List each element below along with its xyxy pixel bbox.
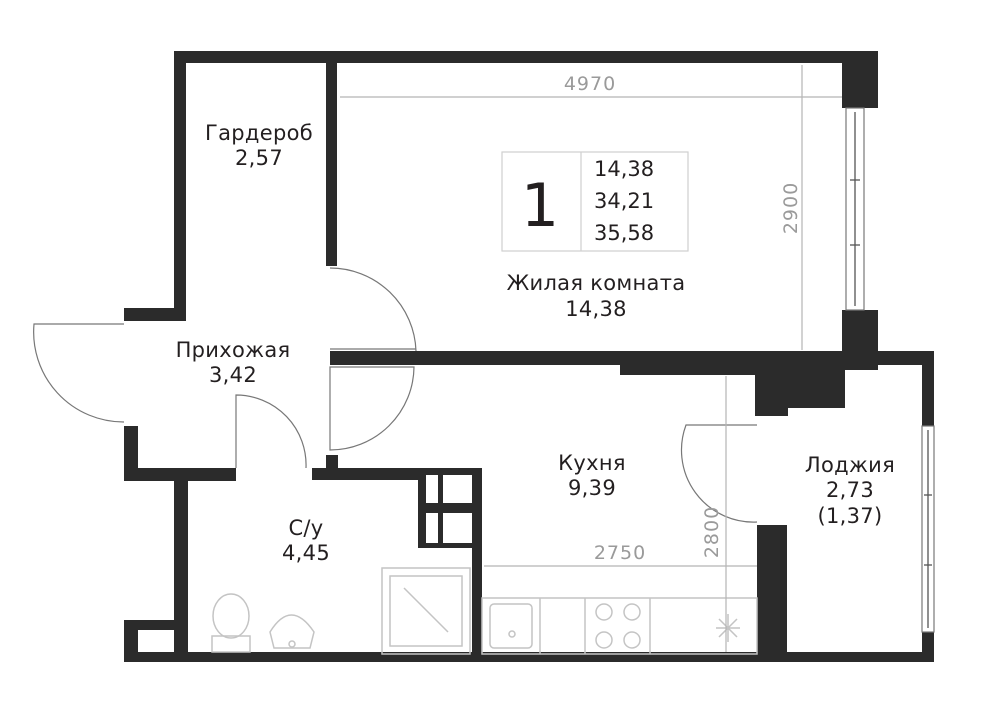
room-area-hall: 3,42 [209, 363, 257, 387]
living-area-value: 14,38 [594, 157, 654, 181]
doors [33, 267, 758, 523]
room-name-loggia: Лоджия [805, 453, 895, 477]
room-labels: Гардероб 2,57 Жилая комната 14,38 Прихож… [176, 121, 895, 565]
total-area-with-loggia-value: 35,58 [594, 221, 654, 245]
fixtures [211, 567, 758, 655]
room-area-loggia: 2,73 [826, 478, 874, 502]
room-name-hall: Прихожая [176, 338, 291, 362]
rooms-count: 1 [521, 171, 559, 241]
area-summary-box: 1 14,38 34,21 35,58 [501, 151, 689, 252]
room-area-loggia-reduced: (1,37) [818, 504, 883, 528]
room-area-bathroom: 4,45 [282, 541, 330, 565]
dimension-living-depth: 2900 [780, 182, 802, 234]
total-area-value: 34,21 [594, 189, 654, 213]
room-name-bathroom: С/у [288, 516, 323, 540]
dimension-kitchen-width: 2750 [594, 542, 646, 564]
room-name-wardrobe: Гардероб [205, 121, 313, 145]
walls [124, 51, 934, 662]
room-area-kitchen: 9,39 [568, 476, 616, 500]
dimension-living-width: 4970 [564, 73, 616, 95]
dimension-kitchen-depth: 2800 [701, 506, 723, 558]
room-name-living: Жилая комната [507, 271, 686, 295]
room-name-kitchen: Кухня [558, 451, 626, 475]
room-area-wardrobe: 2,57 [235, 146, 283, 170]
windows [845, 107, 935, 633]
room-area-living: 14,38 [565, 297, 627, 321]
dimension-lines [340, 65, 842, 652]
